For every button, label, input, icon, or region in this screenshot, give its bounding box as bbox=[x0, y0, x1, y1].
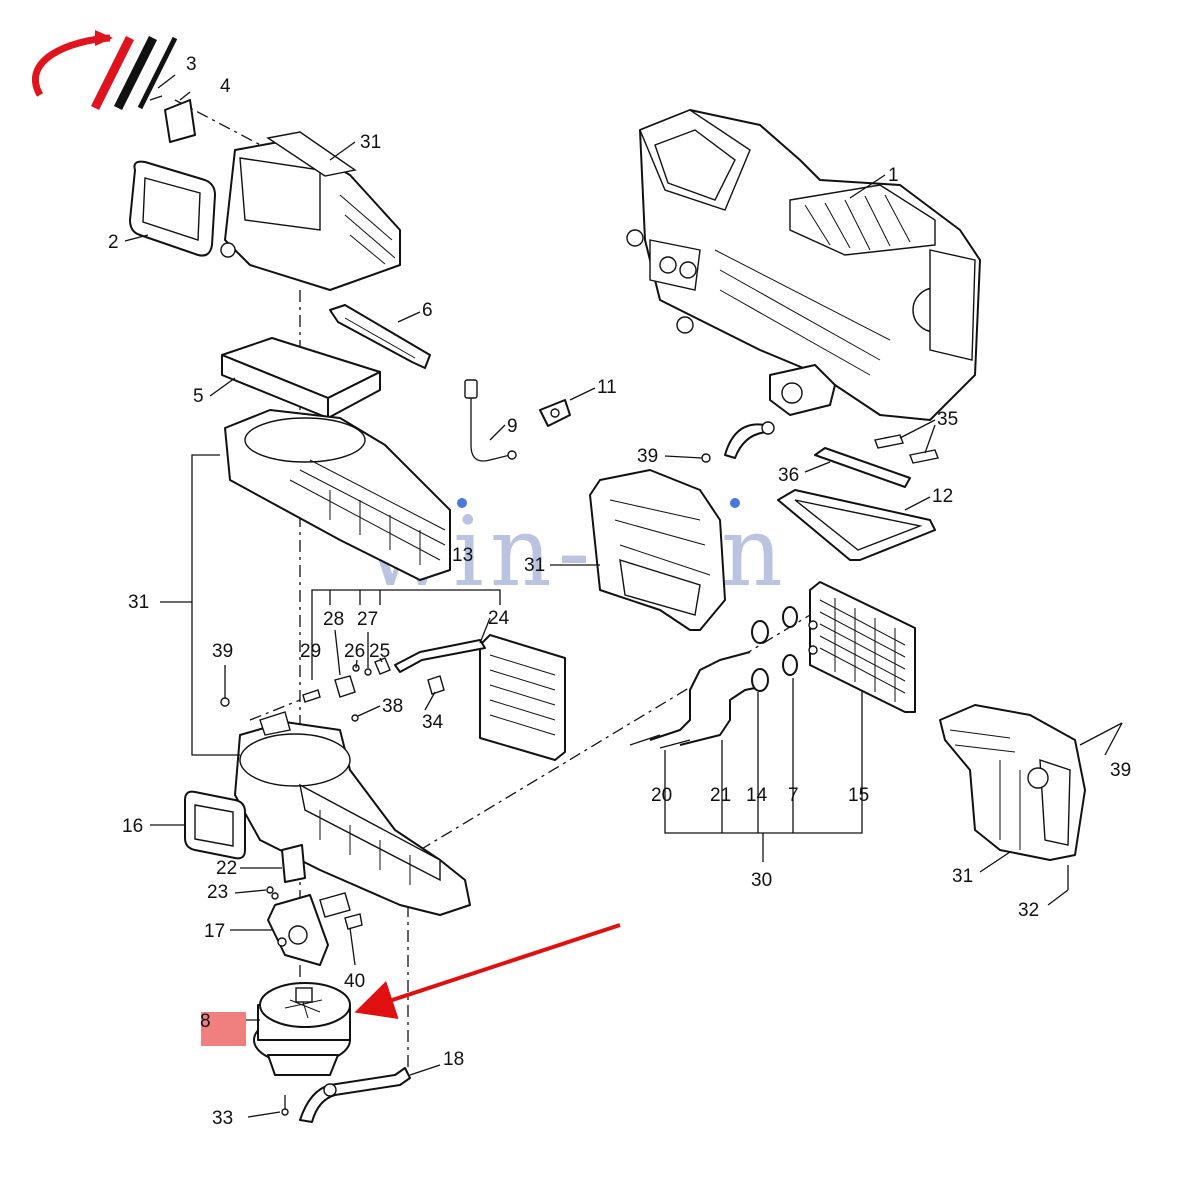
part-33-screw bbox=[281, 1095, 289, 1116]
part-14-seal bbox=[751, 620, 769, 692]
callout-labels: 3 4 31 2 6 5 1 11 9 39 35 36 12 13 31 31… bbox=[108, 54, 1131, 1129]
part-22-clip bbox=[281, 844, 306, 883]
callout-22: 22 bbox=[216, 858, 237, 879]
callout-30: 30 bbox=[751, 870, 772, 891]
callout-17: 17 bbox=[204, 921, 225, 942]
callout-12: 12 bbox=[932, 486, 953, 507]
leader-lines bbox=[124, 74, 1123, 1118]
callout-14: 14 bbox=[746, 785, 768, 806]
callout-3: 3 bbox=[186, 54, 197, 75]
part-8-blower-motor bbox=[253, 982, 351, 1076]
callout-38: 38 bbox=[382, 696, 403, 717]
part-18-drain-hose bbox=[299, 1067, 411, 1123]
heater-pipes bbox=[629, 651, 756, 749]
part-7-o-ring bbox=[782, 606, 798, 676]
callout-15: 15 bbox=[848, 785, 869, 806]
part-15-heater-core bbox=[808, 581, 916, 713]
part-16-gasket bbox=[184, 790, 246, 860]
callout-20: 20 bbox=[651, 785, 672, 806]
part-36-seal-strip bbox=[814, 447, 911, 488]
callout-11: 11 bbox=[597, 377, 617, 398]
callout-8: 8 bbox=[200, 1011, 211, 1032]
part-31-side-housing bbox=[939, 704, 1086, 861]
callout-24: 24 bbox=[488, 608, 510, 629]
part-17-resistor bbox=[267, 894, 329, 966]
callout-40: 40 bbox=[344, 971, 365, 992]
part-31-lower-housing bbox=[234, 711, 471, 916]
part-4-bracket bbox=[149, 95, 196, 143]
highlight-box bbox=[201, 1012, 246, 1046]
callout-13: 13 bbox=[452, 545, 473, 566]
callout-34: 34 bbox=[422, 712, 444, 733]
part-40-connector bbox=[319, 892, 363, 930]
part-31-center-housing bbox=[589, 469, 726, 631]
callout-28: 28 bbox=[323, 609, 344, 630]
part-31-upper-housing bbox=[220, 131, 401, 291]
callout-31-c: 31 bbox=[128, 592, 149, 613]
callout-1: 1 bbox=[888, 165, 899, 186]
callout-29: 29 bbox=[300, 641, 321, 662]
callout-36: 36 bbox=[778, 465, 799, 486]
part-24-evaporator bbox=[394, 634, 566, 761]
callout-39-a: 39 bbox=[637, 446, 658, 467]
callout-2: 2 bbox=[108, 232, 119, 253]
part-12-gasket bbox=[777, 489, 936, 561]
part-11-grommet bbox=[539, 399, 571, 427]
callout-9: 9 bbox=[507, 416, 518, 437]
callout-39-c: 39 bbox=[1110, 760, 1131, 781]
callout-6: 6 bbox=[422, 300, 433, 321]
watermark-dot-1 bbox=[457, 498, 467, 508]
callout-31-b: 31 bbox=[524, 555, 545, 576]
callout-27: 27 bbox=[357, 609, 378, 630]
watermark-dot-2 bbox=[730, 498, 740, 508]
callout-31-a: 31 bbox=[360, 132, 381, 153]
small-fasteners bbox=[220, 453, 711, 722]
part-1-hvac-module bbox=[626, 109, 981, 421]
callout-16: 16 bbox=[122, 816, 143, 837]
callout-5: 5 bbox=[193, 386, 204, 407]
callout-32: 32 bbox=[1018, 900, 1039, 921]
callout-18: 18 bbox=[443, 1049, 464, 1070]
callout-26: 26 bbox=[344, 641, 365, 662]
callout-25: 25 bbox=[369, 641, 390, 662]
part-6-filter-door bbox=[329, 304, 431, 369]
callout-21: 21 bbox=[710, 785, 731, 806]
part-5-cabin-filter bbox=[221, 337, 381, 419]
callout-4: 4 bbox=[220, 76, 231, 97]
callout-39-b: 39 bbox=[212, 641, 233, 662]
callout-33: 33 bbox=[212, 1108, 233, 1129]
callout-23: 23 bbox=[207, 882, 228, 903]
part-13-mid-housing bbox=[224, 409, 451, 581]
part-9-sensor-wire bbox=[464, 379, 517, 462]
callout-31-d: 31 bbox=[952, 866, 973, 887]
part-35-foam-strips bbox=[874, 434, 939, 464]
callout-7: 7 bbox=[788, 785, 799, 806]
callout-35: 35 bbox=[937, 409, 958, 430]
part-2-gasket bbox=[129, 160, 216, 257]
drain-hose bbox=[724, 421, 775, 459]
highlight-arrow bbox=[354, 923, 621, 1019]
brand-logo bbox=[31, 30, 178, 111]
part-23-screw bbox=[266, 886, 279, 900]
